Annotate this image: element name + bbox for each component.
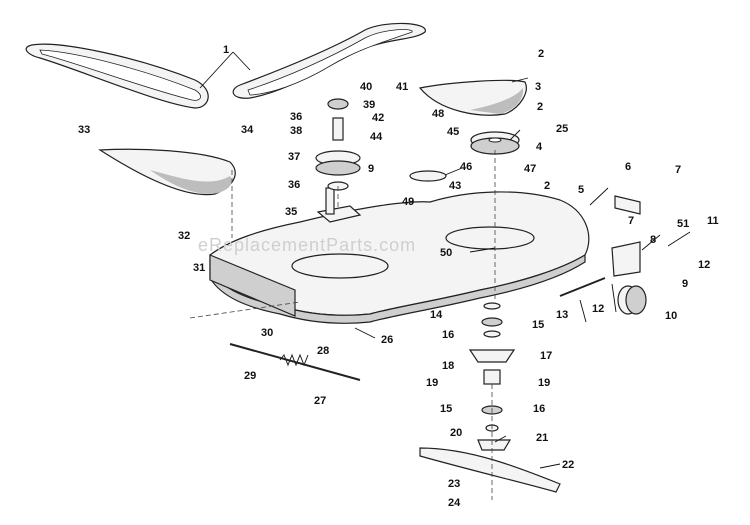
callout-36: 36 bbox=[290, 111, 302, 123]
pulley-cover bbox=[98, 148, 236, 196]
callout-9: 9 bbox=[682, 278, 688, 290]
callout-10: 10 bbox=[665, 310, 677, 322]
callout-2: 2 bbox=[544, 180, 550, 192]
adjust-rod bbox=[229, 343, 361, 381]
callout-51: 51 bbox=[677, 218, 689, 230]
mower-deck-housing bbox=[209, 191, 590, 324]
callout-14: 14 bbox=[430, 309, 443, 321]
callout-8: 8 bbox=[650, 234, 656, 246]
callout-49: 49 bbox=[402, 196, 414, 208]
callout-24: 24 bbox=[448, 497, 461, 509]
wheel-bracket bbox=[611, 241, 641, 277]
callout-27: 27 bbox=[314, 395, 326, 407]
callout-42: 42 bbox=[372, 112, 384, 124]
side-bracket bbox=[614, 195, 641, 215]
callout-22: 22 bbox=[562, 459, 574, 471]
callout-35: 35 bbox=[285, 206, 297, 218]
callout-40: 40 bbox=[360, 81, 372, 93]
idler-pulley-stack bbox=[315, 98, 361, 191]
callout-16: 16 bbox=[533, 403, 545, 415]
callout-33: 33 bbox=[78, 124, 90, 136]
callout-45: 45 bbox=[447, 126, 459, 138]
callout-15: 15 bbox=[532, 319, 544, 331]
callout-38: 38 bbox=[290, 125, 302, 137]
callout-37: 37 bbox=[288, 151, 300, 163]
gauge-wheel bbox=[617, 285, 647, 315]
callout-48: 48 bbox=[432, 108, 444, 120]
callout-13: 13 bbox=[556, 309, 568, 321]
callout-12: 12 bbox=[592, 303, 604, 315]
callout-18: 18 bbox=[442, 360, 454, 372]
callout-16: 16 bbox=[442, 329, 454, 341]
spindle-pulley bbox=[470, 131, 520, 155]
callout-12: 12 bbox=[698, 259, 710, 271]
callout-32: 32 bbox=[178, 230, 190, 242]
callout-25: 25 bbox=[556, 123, 568, 135]
callout-29: 29 bbox=[244, 370, 256, 382]
callout-39: 39 bbox=[363, 99, 375, 111]
leader-lines bbox=[199, 51, 691, 469]
drive-belt bbox=[25, 22, 426, 109]
callout-23: 23 bbox=[448, 478, 460, 490]
carriage-bolt bbox=[559, 277, 606, 297]
blade-spindle-assembly bbox=[468, 302, 516, 432]
callout-11: 11 bbox=[707, 215, 719, 227]
callout-31: 31 bbox=[193, 262, 205, 274]
callout-4: 4 bbox=[536, 141, 543, 153]
callout-30: 30 bbox=[261, 327, 273, 339]
alignment-lines bbox=[189, 150, 496, 500]
callout-7: 7 bbox=[675, 164, 681, 176]
callout-19: 19 bbox=[426, 377, 438, 389]
belt-cover bbox=[418, 79, 527, 116]
callout-44: 44 bbox=[370, 131, 383, 143]
callout-36: 36 bbox=[288, 179, 300, 191]
callout-28: 28 bbox=[317, 345, 329, 357]
callout-9: 9 bbox=[368, 163, 374, 175]
idler-wheel bbox=[409, 170, 447, 182]
callout-7: 7 bbox=[628, 215, 634, 227]
callout-26: 26 bbox=[381, 334, 393, 346]
callout-2: 2 bbox=[537, 101, 543, 113]
callout-43: 43 bbox=[449, 180, 461, 192]
callout-1: 1 bbox=[223, 44, 229, 56]
blade-adapter bbox=[477, 439, 512, 451]
callout-41: 41 bbox=[396, 81, 408, 93]
callout-47: 47 bbox=[524, 163, 536, 175]
watermark: eReplacementParts.com bbox=[198, 235, 416, 255]
callout-34: 34 bbox=[241, 124, 254, 136]
callout-21: 21 bbox=[536, 432, 548, 444]
idler-arm bbox=[316, 187, 362, 223]
callout-15: 15 bbox=[440, 403, 452, 415]
callout-labels: 1 2 3 2 25 4 40 41 39 36 42 38 48 44 45 … bbox=[78, 44, 719, 509]
callout-20: 20 bbox=[450, 427, 462, 439]
callout-3: 3 bbox=[535, 81, 541, 93]
callout-46: 46 bbox=[460, 161, 472, 173]
callout-50: 50 bbox=[440, 247, 452, 259]
callout-6: 6 bbox=[625, 161, 631, 173]
callout-2: 2 bbox=[538, 48, 544, 60]
callout-19: 19 bbox=[538, 377, 550, 389]
callout-17: 17 bbox=[540, 350, 552, 362]
mower-blade bbox=[419, 447, 561, 493]
callout-5: 5 bbox=[578, 184, 584, 196]
